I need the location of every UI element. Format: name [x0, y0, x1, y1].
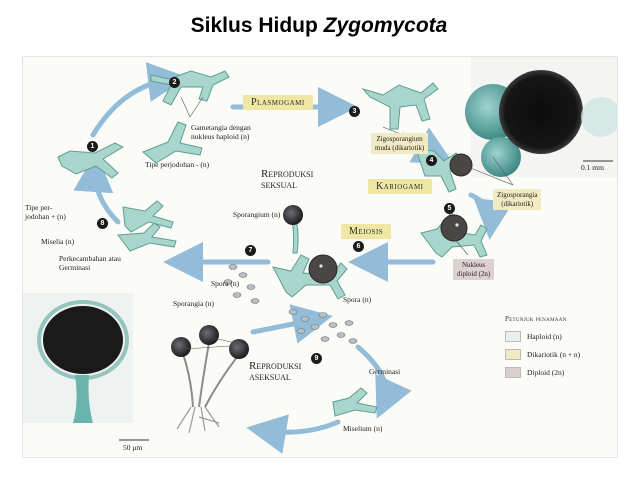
scale-50um: 50 μm [123, 443, 143, 452]
legend-label-diploid: Diploid (2n) [527, 368, 565, 377]
young-zygosporangium-box: Zigosporangium muda (dikariotik) [371, 133, 429, 154]
hypha-plus [142, 121, 203, 164]
zygo-hypha-6 [272, 254, 348, 300]
arrow-germ [355, 344, 412, 419]
spora-center-label: Spora (n) [343, 295, 372, 304]
germinating-hypha-1 [122, 200, 174, 233]
young-zygo-line-1: Zigosporangium [376, 135, 423, 143]
arrow-back [246, 414, 341, 454]
young-zygosporangium-hypha [361, 82, 439, 130]
step-5: 5 [444, 203, 455, 214]
diagram-artwork [23, 57, 617, 454]
arrow-4-5 [468, 192, 514, 240]
title-plain: Siklus Hidup [190, 14, 324, 37]
zygo-line-1: Zigosporangia [497, 191, 538, 199]
asexual-line-1: Reproduksi [249, 360, 302, 372]
arrow-8-1 [73, 152, 121, 225]
step-4: 4 [426, 155, 437, 166]
scale-0-1mm: 0.1 mm [581, 163, 604, 172]
asexual-reproduction-label: Reproduksi aseksual [249, 361, 301, 383]
sporangium-label: Sporangium (n) [233, 210, 281, 219]
legend-label-dikaryotic: Dikariotik (n + n) [527, 350, 581, 359]
legend-swatch-diploid [505, 367, 521, 378]
sexual-line-2: seksual [261, 179, 298, 191]
mating-plus-line-2: jodohan + (n) [25, 212, 66, 221]
young-zygo-line-2: muda (dikariotik) [375, 143, 425, 152]
asexual-line-2: aseksual [249, 371, 291, 383]
germination-line-2: Germinasi [59, 263, 91, 272]
step-9: 9 [311, 353, 322, 364]
step-3: 3 [349, 106, 360, 117]
germination-label: Perkecambahan atau Germinasi [59, 254, 121, 272]
gametangia-line-1: Gametangia dengan [191, 123, 251, 132]
kariogami-bar: Kariogami [368, 179, 432, 194]
step-1: 1 [87, 141, 98, 152]
legend-swatch-haploid [505, 331, 521, 342]
zygospores [308, 153, 473, 284]
hyphae [57, 70, 488, 417]
germinating-hypha-2 [117, 222, 177, 252]
sexual-reproduction-label: Reproduksi seksual [261, 169, 313, 191]
germinasi-label: Germinasi [369, 367, 401, 376]
legend-item-haploid: Haploid (n) [505, 331, 562, 342]
nucleus-line-1: Nukleus [461, 261, 486, 269]
legend-item-dikaryotic: Dikariotik (n + n) [505, 349, 580, 360]
gametangia-line-2: nukleus haploid (n) [191, 132, 250, 141]
miselium-label: Miselium (n) [343, 424, 383, 433]
sporangia-label: Sporangia (n) [173, 299, 215, 308]
step-8: 8 [97, 218, 108, 229]
step-7: 7 [245, 245, 256, 256]
zygo-line-2: (dikariotik) [501, 199, 534, 208]
meiosis-bar: Meiosis [341, 224, 392, 239]
gametangia-label: Gametangia dengan nukleus haploid (n) [191, 123, 251, 141]
step-2: 2 [169, 77, 180, 88]
lifecycle-diagram: 1 2 3 4 5 6 7 8 9 Plasmogami Kariogami M… [22, 56, 618, 458]
germinating-spore-hypha [332, 387, 378, 417]
germination-line-1: Perkecambahan atau [59, 254, 121, 263]
legend-title: Petunjuk penamaan [505, 315, 567, 323]
diploid-nucleus-box: Nukleus diploid (2n) [453, 259, 495, 280]
legend-swatch-dikaryotic [505, 349, 521, 360]
mycelia-label: Miselia (n) [41, 237, 75, 246]
leader-lines [180, 96, 514, 354]
spora-left-label: Spora (n) [211, 279, 240, 288]
gametangia [150, 70, 230, 106]
spores [223, 264, 358, 344]
micrograph-sporangium [23, 293, 149, 441]
mating-minus-label: Tipe perjodohan - (n) [145, 160, 210, 169]
step-6: 6 [353, 241, 364, 252]
plasmogami-bar: Plasmogami [243, 95, 313, 110]
hypha-minus [57, 142, 125, 179]
arrow-1-2 [90, 62, 188, 138]
mating-plus-line-1: Tipe per- [25, 203, 53, 212]
title-italic: Zygomycota [323, 14, 448, 37]
slide-title: Siklus Hidup Zygomycota [0, 14, 638, 38]
sporangium-sexual [283, 205, 303, 225]
legend-label-haploid: Haploid (n) [527, 332, 562, 341]
nucleus-line-2: diploid (2n) [457, 269, 491, 278]
asexual-sporangia [171, 325, 249, 434]
mating-plus-label: Tipe per- jodohan + (n) [25, 203, 66, 221]
zygosporangia-box: Zigosporangia (dikariotik) [493, 189, 542, 210]
sexual-line-1: Reproduksi [261, 168, 314, 180]
micrograph-zygospore [465, 57, 617, 177]
legend-item-diploid: Diploid (2n) [505, 367, 564, 378]
